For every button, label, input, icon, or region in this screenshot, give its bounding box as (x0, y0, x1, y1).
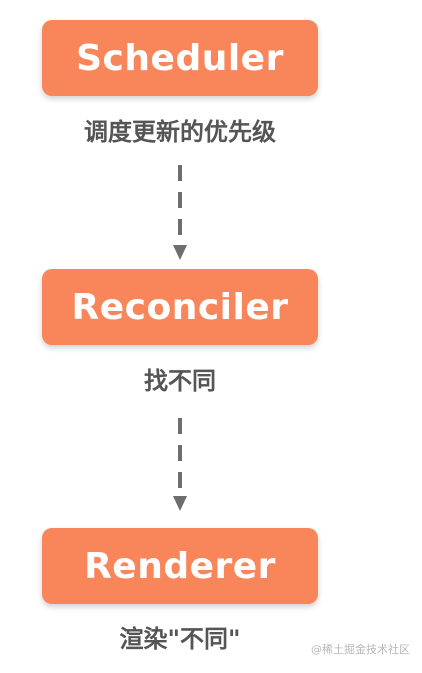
reconciler-caption: 找不同 (144, 367, 216, 395)
arrow-down-icon (173, 165, 187, 260)
reconciler-box: Reconciler (42, 269, 318, 345)
renderer-label: Renderer (84, 545, 276, 587)
renderer-caption: 渲染"不同" (119, 625, 241, 653)
watermark: @稀土掘金技术社区 (311, 643, 410, 656)
arrow-down-icon (173, 418, 187, 511)
scheduler-caption: 调度更新的优先级 (84, 118, 276, 146)
scheduler-box: Scheduler (42, 20, 318, 96)
scheduler-label: Scheduler (76, 37, 284, 79)
reconciler-label: Reconciler (71, 286, 289, 328)
renderer-box: Renderer (42, 528, 318, 604)
